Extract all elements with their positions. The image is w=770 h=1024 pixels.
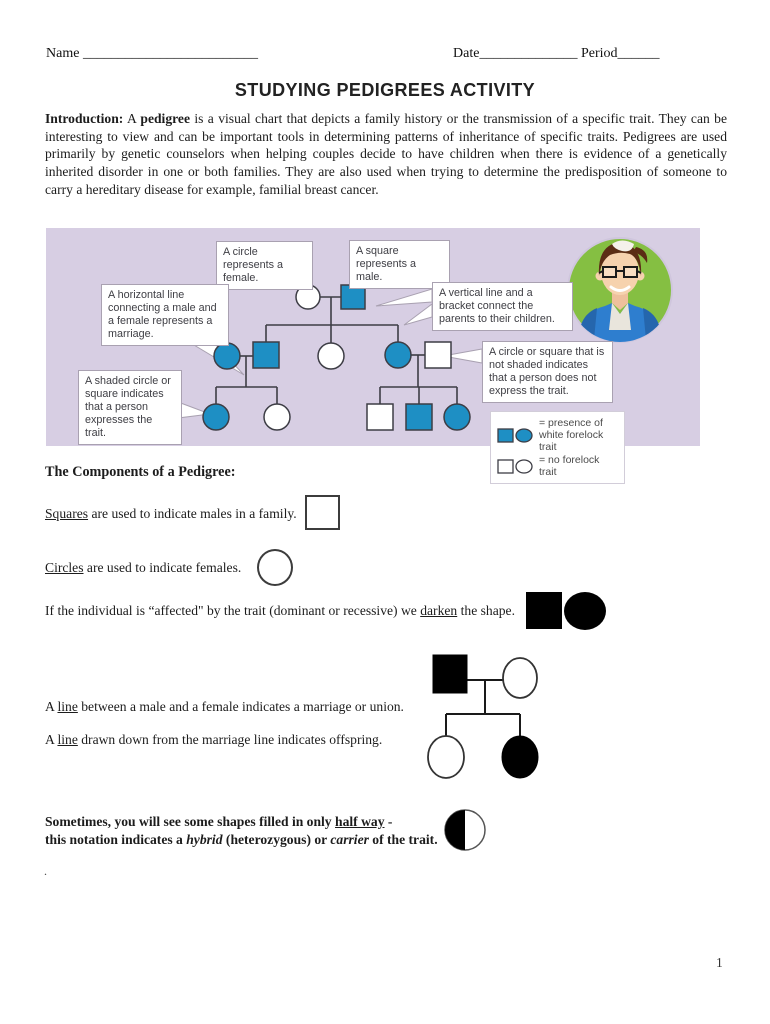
legend-row-unaffected: = no forelock trait [497,454,618,478]
offspring-word: line [57,732,78,747]
male-unaffected-shape [366,403,394,431]
squares-rest: are used to indicate males in a family. [88,506,297,521]
marriage-word: line [57,699,78,714]
affected-circle-example [564,592,606,630]
halfway-line2: this notation indicates a hybrid (hetero… [45,831,438,849]
circles-word: Circles [45,560,84,575]
halfway-line2-before: this notation indicates a [45,831,187,847]
marriage-pedigree-diagram [427,654,539,779]
callout-horizontal-line: A horizontal line connecting a male and … [101,284,229,346]
avatar [567,237,673,343]
period-label: Period [577,46,618,61]
affected-symbols-icon [497,427,533,443]
offspring-line-text: A line drawn down from the marriage line… [45,732,382,748]
callout-shaded: A shaded circle or square indicates that… [78,370,182,445]
darken-before: If the individual is “affected" by the t… [45,603,421,618]
darken-rest: the shape. [457,603,515,618]
carrier-word: carrier [330,831,369,847]
callout-not-shaded: A circle or square that is not shaded in… [482,341,613,403]
male-affected-shape [405,403,433,431]
halfway-underlined: half way [335,814,385,829]
halfway-line2-after: of the trait. [368,831,438,847]
unaffected-female-shape [502,657,538,699]
female-affected-shape [213,342,241,370]
marriage-pre: A [45,699,58,714]
female-affected-shape [202,403,230,431]
male-square-example [305,495,340,530]
circles-rest: are used to indicate females. [83,560,242,575]
pedigree-figure-panel: A circle represents a female. A square r… [46,228,700,484]
half-filled-circle-icon [444,809,486,851]
offspring-rest: drawn down from the marriage line indica… [77,732,383,747]
date-period-line: Date______________ Period______ [453,46,660,62]
components-heading: The Components of a Pedigree: [45,464,236,480]
date-blank: ______________ [479,46,578,61]
callout-tail [403,303,433,326]
introduction-paragraph: Introduction: A pedigree is a visual cha… [45,110,727,199]
legend-unaffected-label: = no forelock trait [539,454,600,478]
date-label: Date [453,46,480,61]
intro-pre: A [123,111,141,126]
female-unaffected-shape [317,342,345,370]
name-blank: _________________________ [82,46,258,61]
marriage-line-text: A line between a male and a female indic… [45,699,404,715]
intro-body: is a visual chart that depicts a family … [45,111,727,197]
squares-line: Squares are used to indicate males in a … [45,506,297,522]
female-circle-example [257,549,293,586]
female-affected-shape [443,403,471,431]
offspring-pre: A [45,732,58,747]
legend-row-affected: = presence of white forelock trait [497,417,618,453]
intro-lead: Introduction: [45,111,124,126]
halfway-line1-before: Sometimes, you will see some shapes fill… [45,814,336,829]
halfway-line2-mid: (heterozygous) or [222,831,331,847]
stray-period: . [44,864,47,878]
callout-tail [375,288,433,307]
female-affected-shape [384,341,412,369]
legend-affected-label: = presence of white forelock trait [539,417,604,453]
period-blank: ______ [617,46,660,61]
affected-male-shape [432,654,468,694]
affected-daughter-shape [501,735,539,779]
darken-word: darken [420,603,458,618]
halfway-line1-after: - [384,814,393,829]
halfway-note: Sometimes, you will see some shapes fill… [45,813,438,848]
unaffected-symbols-icon [497,458,533,474]
page-number: 1 [716,955,723,970]
circles-line: Circles are used to indicate females. [45,560,241,576]
name-field-line: Name _________________________ [46,46,258,62]
marriage-rest: between a male and a female indicates a … [77,699,404,714]
page-title: STUDYING PEDIGREES ACTIVITY [234,80,536,100]
hybrid-word: hybrid [186,831,223,847]
name-label: Name [46,46,83,61]
female-unaffected-shape [263,403,291,431]
callout-circle-female: A circle represents a female. [216,241,313,290]
darken-line: If the individual is “affected" by the t… [45,603,515,619]
figure-legend: = presence of white forelock trait = no … [490,411,625,484]
halfway-line1: Sometimes, you will see some shapes fill… [45,813,438,831]
callout-square-male: A square represents a male. [349,240,450,289]
affected-square-example [526,592,562,629]
unaffected-daughter-shape [427,735,465,779]
male-unaffected-shape [424,341,452,369]
male-affected-shape [252,341,280,369]
intro-bold-word: pedigree [140,111,190,126]
squares-word: Squares [45,506,89,521]
male-affected-shape [340,284,366,310]
callout-vertical-line: A vertical line and a bracket connect th… [432,282,573,331]
